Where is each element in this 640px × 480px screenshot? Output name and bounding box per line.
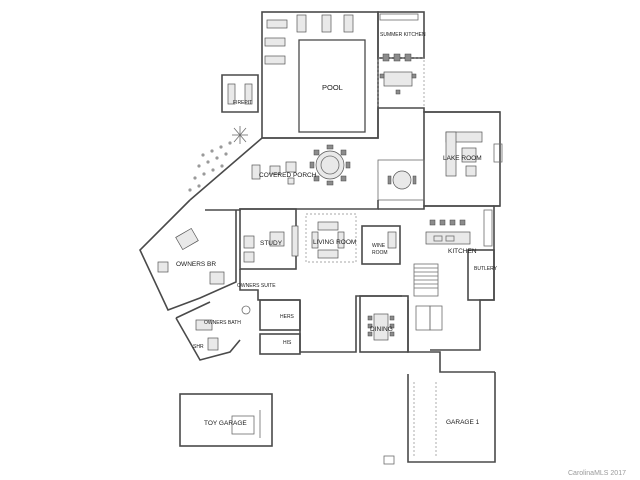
- watermark: CarolinaMLS 2017: [568, 470, 626, 477]
- label-wine-room: WINE: [372, 243, 386, 249]
- interior-furniture: [243, 221, 397, 263]
- label-dining: DINING: [370, 326, 393, 333]
- label-his: HIS: [283, 340, 292, 346]
- owners-furniture: [157, 227, 251, 351]
- label-pool: POOL: [322, 83, 343, 92]
- porch-furniture: [251, 144, 417, 190]
- kitchen-furniture: [425, 209, 493, 247]
- label-owners-br: OWNERS BR: [176, 261, 216, 268]
- house-walls: [139, 107, 503, 373]
- garages: [179, 372, 496, 465]
- lake-room-furniture: [445, 131, 483, 177]
- label-owners-suite: OWNERS SUITE: [237, 283, 276, 289]
- label-summer-kitchen: SUMMER KITCHEN: [380, 32, 426, 38]
- label-owners-bath: OWNERS BATH: [204, 320, 241, 326]
- firepit: [188, 74, 259, 192]
- label-study: STUDY: [260, 240, 283, 247]
- label-toy-garage: TOY GARAGE: [204, 420, 247, 427]
- label-firepit: FIREPIT: [233, 100, 252, 106]
- label-covered-porch: COVERED PORCH: [259, 172, 317, 179]
- label-hers: HERS: [280, 314, 295, 320]
- label-living-room: LIVING ROOM: [313, 239, 356, 246]
- label-garage-1: GARAGE 1: [446, 419, 480, 426]
- pool-deck: [261, 11, 379, 139]
- pool: [298, 39, 366, 133]
- label-kitchen: KITCHEN: [448, 248, 477, 255]
- summer-kitchen: [377, 11, 425, 109]
- label-lake-room: LAKE ROOM: [443, 155, 482, 162]
- dining-furniture: [367, 313, 395, 341]
- label-butlery: BUTLERY: [474, 266, 498, 272]
- label-wine-room-2: ROOM: [372, 250, 388, 256]
- label-shr: SHR: [193, 344, 204, 350]
